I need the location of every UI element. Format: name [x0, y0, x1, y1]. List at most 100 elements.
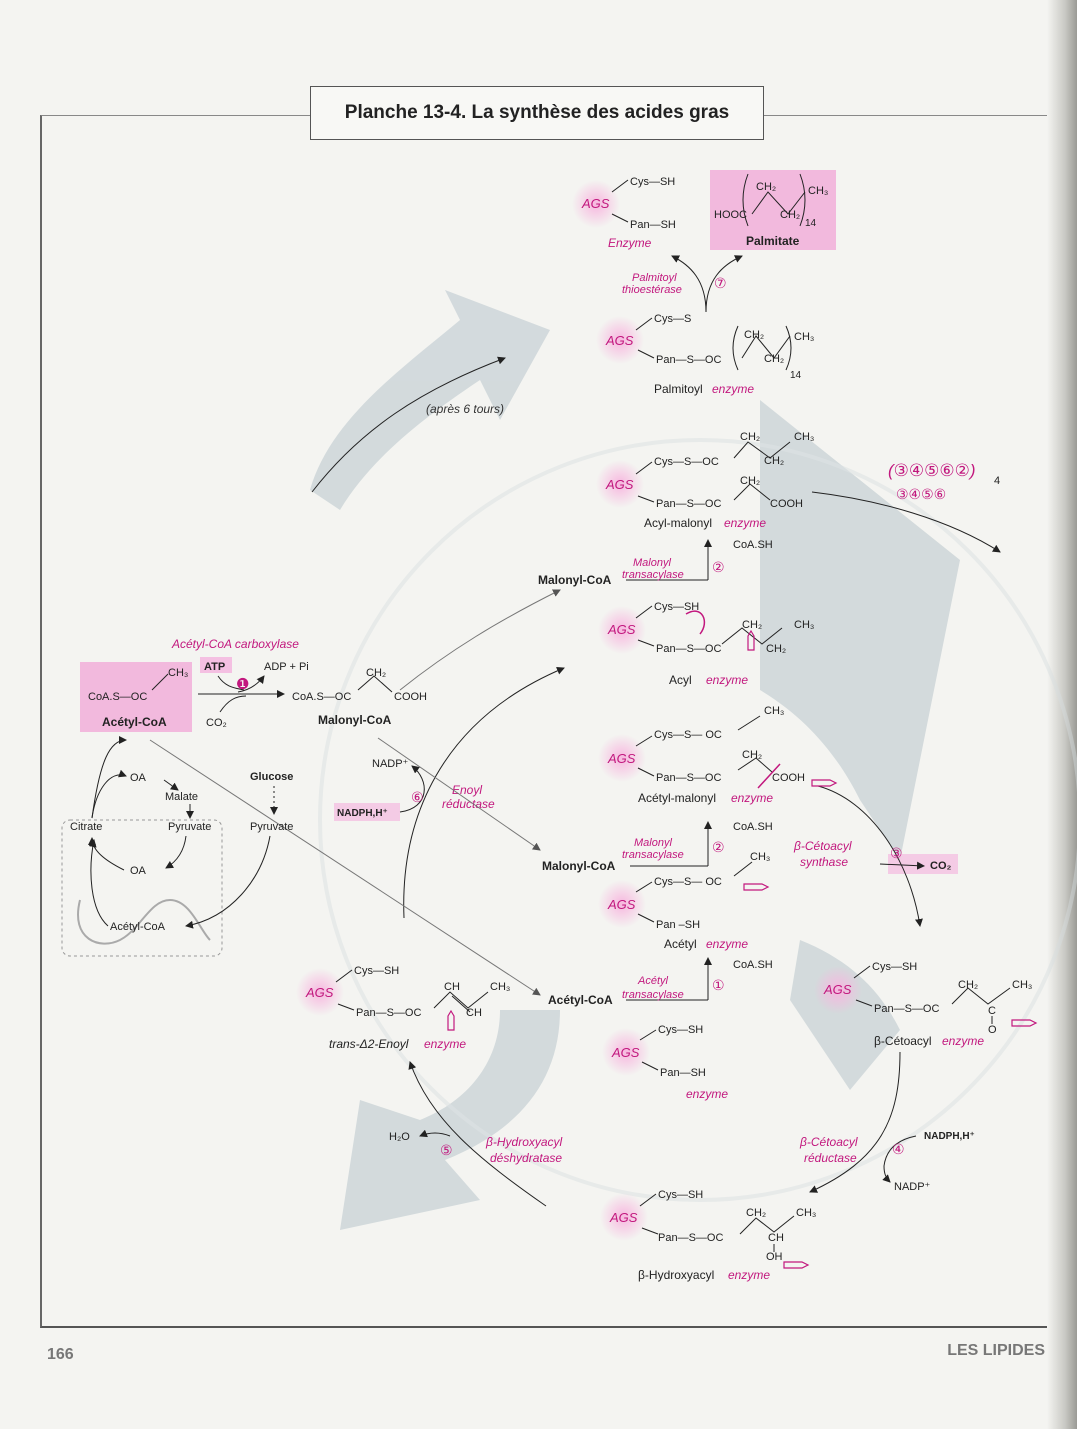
svg-text:Cys—SH: Cys—SH — [630, 176, 675, 188]
thioesterase-step: Palmitoyl thioestérase ⑦ — [622, 255, 743, 313]
svg-text:CH₃: CH₃ — [794, 619, 814, 631]
svg-text:Pan—S—OC: Pan—S—OC — [356, 1007, 421, 1019]
svg-text:β-Hydroxyacyl: β-Hydroxyacyl — [638, 1268, 714, 1282]
svg-text:CoA.S—OC: CoA.S—OC — [88, 691, 147, 703]
svg-text:transacylase: transacylase — [622, 849, 684, 861]
page-title: Planche 13-4. La synthèse des acides gra… — [310, 86, 764, 140]
svg-text:Citrate: Citrate — [70, 821, 102, 833]
free-enzyme-top: Cys—SH AGS Pan—SH Enzyme — [581, 176, 676, 250]
svg-text:CH₂: CH₂ — [744, 329, 764, 341]
svg-text:CH₂: CH₂ — [742, 619, 762, 631]
svg-text:CoA.SH: CoA.SH — [733, 539, 773, 551]
svg-text:❶: ❶ — [236, 676, 249, 693]
svg-text:COOH: COOH — [772, 772, 805, 784]
svg-text:enzyme: enzyme — [686, 1087, 728, 1101]
svg-text:④: ④ — [892, 1141, 905, 1157]
svg-text:14: 14 — [805, 218, 817, 229]
svg-text:CoA.SH: CoA.SH — [733, 959, 773, 971]
svg-text:CH₂: CH₂ — [780, 209, 800, 221]
svg-text:⑥: ⑥ — [411, 789, 424, 805]
svg-text:AGS: AGS — [607, 751, 636, 766]
svg-text:Cys—SH: Cys—SH — [872, 961, 917, 973]
svg-text:⑤: ⑤ — [440, 1142, 453, 1158]
acetyl-coa-carboxylase: Acétyl-CoA carboxylase CoA.S—OC CH₃ Acét… — [88, 637, 427, 729]
svg-text:Cys—SH: Cys—SH — [654, 601, 699, 613]
svg-text:AGS: AGS — [605, 477, 634, 492]
svg-text:CH₃: CH₃ — [794, 331, 814, 343]
page-number: 166 — [47, 1346, 74, 1363]
svg-text:β-Cétoacyl: β-Cétoacyl — [874, 1034, 932, 1048]
svg-text:CH₃: CH₃ — [808, 185, 828, 197]
svg-text:Pan—S—OC: Pan—S—OC — [656, 643, 721, 655]
section-name: LES LIPIDES — [947, 1342, 1045, 1359]
svg-text:AGS: AGS — [305, 985, 334, 1000]
svg-text:Pan—SH: Pan—SH — [630, 219, 676, 231]
svg-text:CH: CH — [444, 981, 460, 993]
svg-text:Cys—SH: Cys—SH — [354, 965, 399, 977]
svg-text:transacylase: transacylase — [622, 989, 684, 1001]
svg-text:Pan—S—OC: Pan—S—OC — [656, 354, 721, 366]
svg-text:transacylase: transacylase — [622, 569, 684, 581]
svg-text:Cys—SH: Cys—SH — [658, 1024, 703, 1036]
ketoacyl-reductase: NADPH,H⁺ ④ β-Cétoacyl réductase NADP⁺ — [799, 1051, 975, 1193]
svg-text:enzyme: enzyme — [706, 673, 748, 687]
svg-text:Malate: Malate — [165, 791, 198, 803]
svg-text:ADP + Pi: ADP + Pi — [264, 661, 309, 673]
svg-text:CH₂: CH₂ — [756, 181, 776, 193]
acetyl-enzyme: CH₃ Cys—S— OC AGS Pan –SH Acétyl enzyme — [607, 851, 770, 951]
page-edge-shadow — [1047, 0, 1077, 1429]
mitochondrion: Glucose Pyruvate OA Malate Citrate Pyruv… — [61, 736, 293, 957]
acyl-enzyme: Cys—SH AGS Pan—S—OC CH₂ CH₂ CH₃ Acyl enz… — [607, 601, 814, 687]
svg-text:COOH: COOH — [394, 691, 427, 703]
cycle-background-arrows — [310, 290, 1077, 1230]
svg-text:β-Cétoacyl: β-Cétoacyl — [793, 839, 852, 853]
svg-text:Acétyl-CoA: Acétyl-CoA — [110, 921, 166, 933]
svg-text:synthase: synthase — [800, 855, 848, 869]
svg-text:AGS: AGS — [611, 1045, 640, 1060]
svg-text:thioestérase: thioestérase — [622, 284, 682, 296]
svg-text:(③④⑤⑥②): (③④⑤⑥②) — [888, 461, 976, 480]
svg-text:C: C — [988, 1005, 996, 1017]
svg-text:AGS: AGS — [581, 196, 610, 211]
after-6-tours: (après 6 tours) — [311, 356, 506, 493]
ketoacyl-enzyme: Cys—SH AGS Pan—S—OC CH₂ CH₃ C O β-Cétoac… — [823, 961, 1032, 1048]
svg-text:enzyme: enzyme — [424, 1037, 466, 1051]
svg-text:Cys—SH: Cys—SH — [658, 1189, 703, 1201]
svg-text:Malonyl: Malonyl — [634, 837, 672, 849]
svg-text:enzyme: enzyme — [724, 516, 766, 530]
svg-text:AGS: AGS — [823, 982, 852, 997]
svg-text:OA: OA — [130, 865, 147, 877]
svg-text:Acétyl-CoA: Acétyl-CoA — [548, 993, 613, 1007]
svg-text:4: 4 — [994, 475, 1000, 487]
svg-text:CH₃: CH₃ — [764, 705, 784, 717]
enoyl-reductase: NADP⁺ NADPH,H⁺ ⑥ Enoyl réductase — [337, 667, 565, 919]
svg-text:③: ③ — [890, 845, 903, 861]
svg-text:CoA.SH: CoA.SH — [733, 821, 773, 833]
svg-text:CH₃: CH₃ — [490, 981, 510, 993]
hydroxyacyl-dehydratase: H₂O ⑤ β-Hydroxyacyl déshydratase — [389, 1061, 563, 1207]
svg-text:CH: CH — [466, 1007, 482, 1019]
coa-connectors — [149, 589, 561, 996]
svg-text:enzyme: enzyme — [728, 1268, 770, 1282]
hydroxyacyl-enzyme: Cys—SH AGS Pan—S—OC CH₂ CH₃ CH OH β-Hydr… — [609, 1189, 816, 1282]
svg-text:Cys—S: Cys—S — [654, 313, 691, 325]
svg-text:NADPH,H⁺: NADPH,H⁺ — [337, 808, 388, 819]
big-arrow-top-left — [310, 290, 550, 510]
svg-text:Cys—S—OC: Cys—S—OC — [654, 456, 719, 468]
svg-text:⑦: ⑦ — [714, 275, 727, 291]
svg-text:Palmitoyl: Palmitoyl — [654, 382, 703, 396]
big-arrow-bottom-left — [340, 1010, 560, 1230]
svg-text:Cys—S— OC: Cys—S— OC — [654, 876, 722, 888]
svg-text:O: O — [988, 1024, 997, 1036]
acetyl-transacylase: CoA.SH Acétyl transacylase ① Acétyl-CoA — [548, 957, 773, 1007]
svg-text:Palmitate: Palmitate — [746, 234, 800, 248]
free-enzyme-bottom: Cys—SH AGS Pan—SH enzyme — [611, 1024, 728, 1101]
svg-text:Cys—S— OC: Cys—S— OC — [654, 729, 722, 741]
svg-text:(après 6 tours): (après 6 tours) — [426, 402, 504, 416]
svg-text:Acétyl-CoA carboxylase: Acétyl-CoA carboxylase — [171, 637, 299, 651]
svg-text:Pan –SH: Pan –SH — [656, 919, 700, 931]
svg-text:①: ① — [712, 977, 725, 993]
svg-text:β-Cétoacyl: β-Cétoacyl — [799, 1135, 858, 1149]
svg-text:③④⑤⑥: ③④⑤⑥ — [896, 486, 946, 502]
